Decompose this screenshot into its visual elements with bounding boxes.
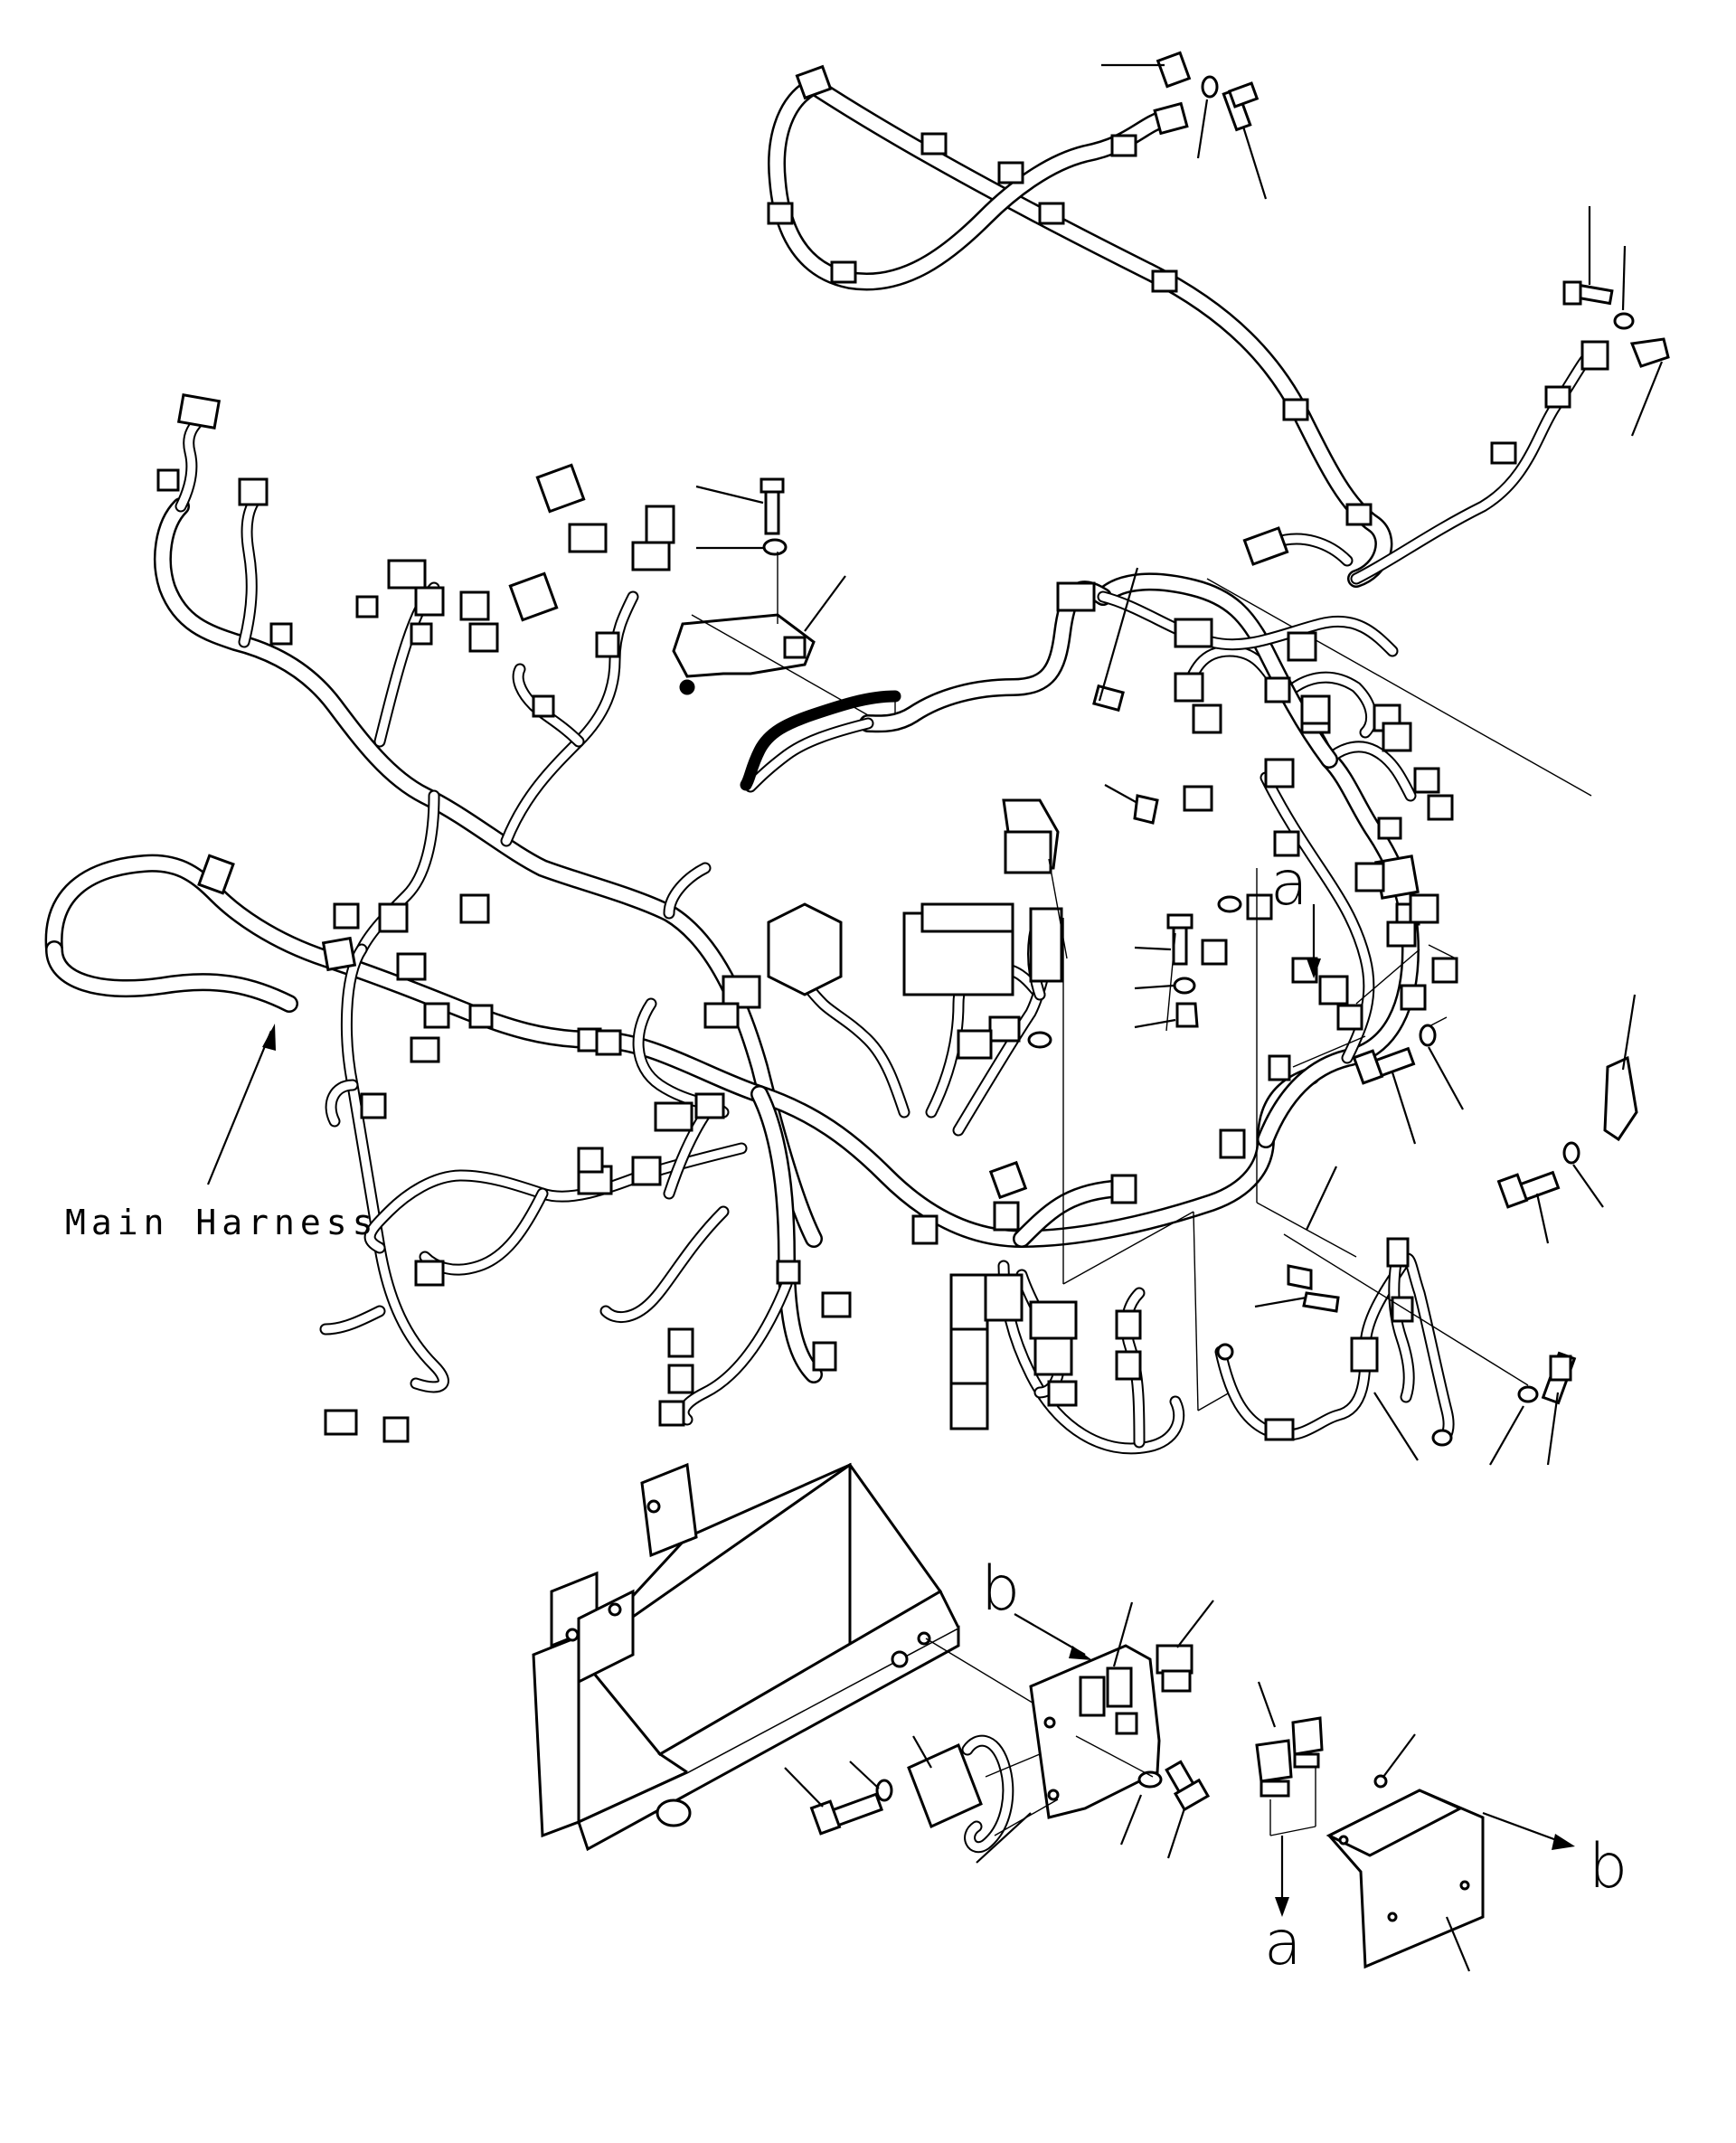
main-harness-label: Main Harness: [65, 1203, 379, 1242]
lower-bracket-tray: [532, 1462, 1059, 1852]
ref-a-upper-label: a: [1270, 848, 1308, 920]
ref-a-lower-label: a: [1264, 1908, 1302, 1979]
ref-b-right-label: b: [1589, 1831, 1628, 1902]
right-fasteners: [1214, 994, 1638, 1466]
ref-b-left-label: b: [981, 1553, 1021, 1625]
main-harness-arrow: [206, 1024, 276, 1185]
upper-bracket-assembly: [672, 477, 896, 732]
lower-controller-assembly: [784, 904, 1575, 1972]
upper-sub-harness: [767, 51, 1670, 797]
main-harness: [44, 393, 1458, 1455]
